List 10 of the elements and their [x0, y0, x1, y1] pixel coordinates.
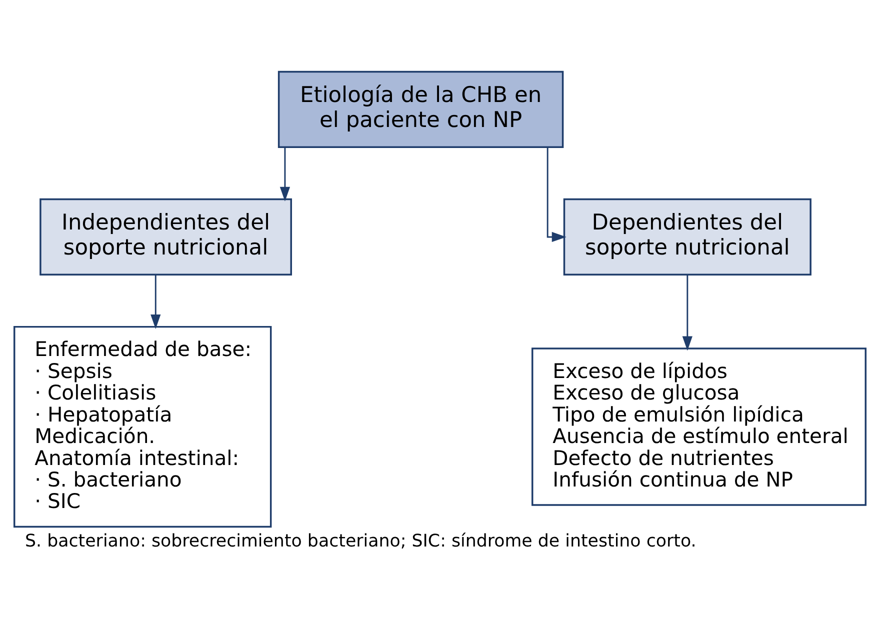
node-box: Enfermedad de base: · Sepsis · Colelitiasis · Hepatopatía Medicación. Anatomía intestinal: · S. bacteriano · SIC [14, 326, 272, 528]
node-box: Etiología de la CHB en el paciente con NP [278, 70, 564, 148]
arrow [280, 148, 290, 202]
caption: S. bacteriano: sobrecrecimiento bacteriano; SIC: síndrome de intestino corto. [25, 531, 696, 552]
node-box: Exceso de lípidos Exceso de glucosa Tipo de emulsión lipídica Ausencia de estímulo enteral Defecto de nutrientes Infusión continua de NP [532, 348, 866, 506]
node-box: Independientes del soporte nutricional [40, 198, 292, 276]
arrow [682, 274, 692, 351]
arrow [150, 274, 161, 329]
node-box: Dependientes del soporte nutricional [563, 198, 812, 276]
arrow [546, 148, 566, 242]
